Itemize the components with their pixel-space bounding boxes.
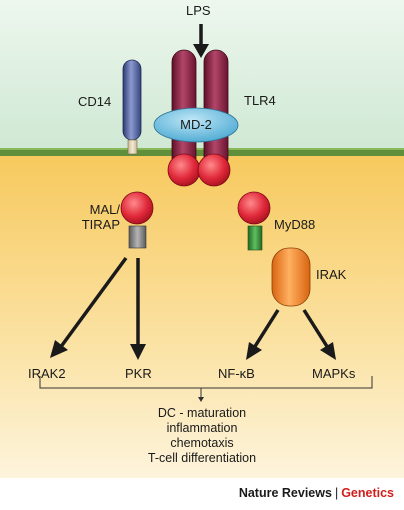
outcome-bracket-arrowhead	[198, 397, 204, 402]
journal-name: Nature Reviews	[238, 486, 332, 500]
label-mapks: MAPKs	[312, 366, 356, 381]
lps-arrowhead	[193, 44, 209, 58]
label-pkr: PKR	[125, 366, 152, 381]
irak-protein	[271, 247, 311, 307]
tlr4-tir-domain-left	[167, 153, 201, 187]
label-md2: MD-2	[180, 117, 212, 132]
arrowhead-pkr	[130, 344, 146, 360]
arrowhead-nfkb	[246, 342, 262, 360]
label-mal-tirap-line2: TIRAP	[81, 217, 120, 232]
arrow-tirap-to-irak2	[58, 256, 128, 350]
label-mal-tirap-line1: MAL/	[89, 202, 120, 217]
cytoplasm	[0, 156, 404, 478]
arrow-irak-to-nfkb	[252, 309, 280, 349]
mal-tirap-stalk	[128, 225, 147, 249]
arrowhead-mapks	[320, 342, 336, 360]
label-lps: LPS	[186, 3, 211, 18]
white-footer-band	[0, 478, 404, 510]
label-irak: IRAK	[316, 267, 347, 282]
journal-credit: Nature Reviews|Genetics	[239, 486, 394, 500]
myd88-tir-domain	[237, 191, 271, 225]
mal-tirap-tir-domain	[120, 191, 154, 225]
md2-protein	[153, 107, 239, 143]
outcome-item: DC - maturation	[157, 406, 247, 420]
label-irak2: IRAK2	[28, 366, 66, 381]
cd14-anchor	[127, 139, 138, 155]
journal-section: Genetics	[341, 486, 394, 500]
outcome-list: DC - maturation inflammation chemotaxis …	[100, 406, 304, 466]
credit-separator: |	[334, 486, 339, 500]
outcome-item: chemotaxis	[170, 436, 234, 450]
label-cd14: CD14	[78, 94, 112, 109]
outcome-item: T-cell differentiation	[147, 451, 257, 465]
arrowhead-irak2	[50, 340, 68, 358]
arrow-irak-to-mapks	[302, 309, 330, 349]
plasma-membrane	[0, 148, 404, 156]
myd88-death-domain	[247, 225, 263, 251]
label-tlr4: TLR4	[244, 93, 276, 108]
outcome-bracket	[39, 376, 373, 389]
cd14-receptor	[122, 59, 142, 141]
label-nfkb: NF-κB	[218, 366, 255, 381]
outcome-item: inflammation	[166, 421, 238, 435]
tlr4-tir-domain-right	[197, 153, 231, 187]
label-myd88: MyD88	[274, 217, 316, 232]
